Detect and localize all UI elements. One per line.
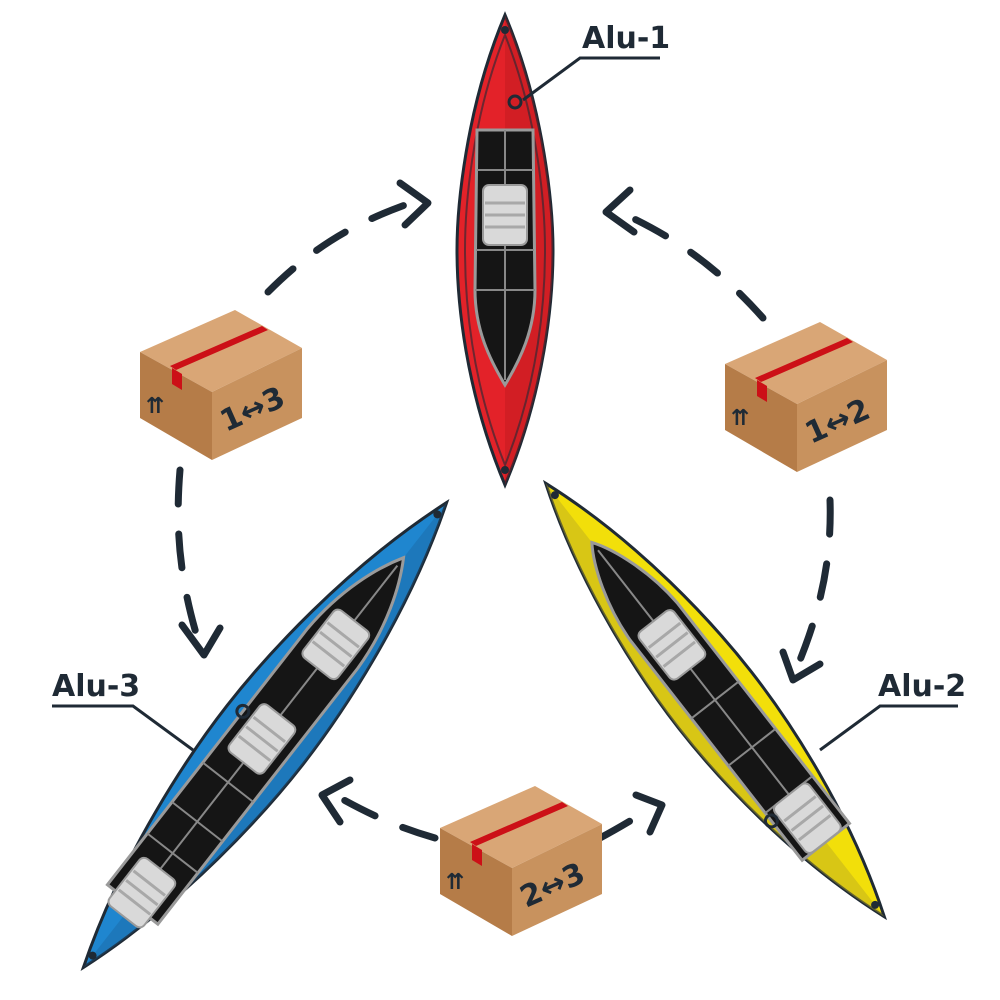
box-tape-top xyxy=(755,338,853,382)
box-tape-front xyxy=(172,368,182,390)
box-right-face xyxy=(512,824,602,936)
arrowhead-icon xyxy=(779,648,824,684)
kayak-alu-1-marker xyxy=(507,94,523,110)
arrowhead-icon xyxy=(396,179,432,229)
arrowhead-icon xyxy=(318,776,354,826)
label-alu-2-group: Alu-2 xyxy=(819,669,966,752)
arrowhead-icon xyxy=(178,621,224,659)
box-tape-top xyxy=(170,326,268,370)
dashed-arrow-box23-to-alu3 xyxy=(331,791,439,842)
label-alu-1: Alu-1 xyxy=(582,21,670,56)
box-up-mark: ⇈ xyxy=(146,394,164,419)
arrowhead-icon xyxy=(602,186,638,236)
dashed-arrow-box13-to-alu3 xyxy=(174,466,202,644)
kayak-alu-3-marker xyxy=(235,703,251,719)
box-left-face xyxy=(725,364,797,472)
dashed-arrow-box12-to-alu1 xyxy=(618,209,767,322)
kayak-alu-3 xyxy=(80,498,450,972)
kayak-alu-1-rim xyxy=(463,32,547,468)
box-up-mark: ⇈ xyxy=(731,406,749,431)
label-alu-1-group: Alu-1 xyxy=(522,21,670,102)
box-right-face xyxy=(212,348,302,460)
box-tape-front xyxy=(757,380,767,402)
box-left-face xyxy=(140,352,212,460)
box-2-3: ⇈ 2↔3 xyxy=(440,786,602,936)
arrowhead-icon xyxy=(632,791,666,836)
box-up-mark: ⇈ xyxy=(446,870,464,895)
label-alu-2: Alu-2 xyxy=(878,669,966,704)
box-right-face xyxy=(797,360,887,472)
box-tape-front xyxy=(472,844,482,866)
dashed-arrow-box12-to-alu2 xyxy=(796,496,834,664)
box-1-3: ⇈ 1↔3 xyxy=(140,310,302,460)
kayak-alu-2 xyxy=(542,479,888,921)
box-left-face xyxy=(440,828,512,936)
label-alu-3-group: Alu-3 xyxy=(52,669,194,752)
box-1-2: ⇈ 1↔2 xyxy=(725,322,887,472)
kayak-alu-1 xyxy=(455,11,555,489)
box-tape-top xyxy=(470,802,568,846)
dashed-arrow-box13-to-alu1 xyxy=(264,201,409,296)
label-alu-3: Alu-3 xyxy=(52,669,140,704)
kayak-alu-2-marker xyxy=(763,813,779,829)
dashed-arrow-box23-to-alu2 xyxy=(596,806,652,842)
